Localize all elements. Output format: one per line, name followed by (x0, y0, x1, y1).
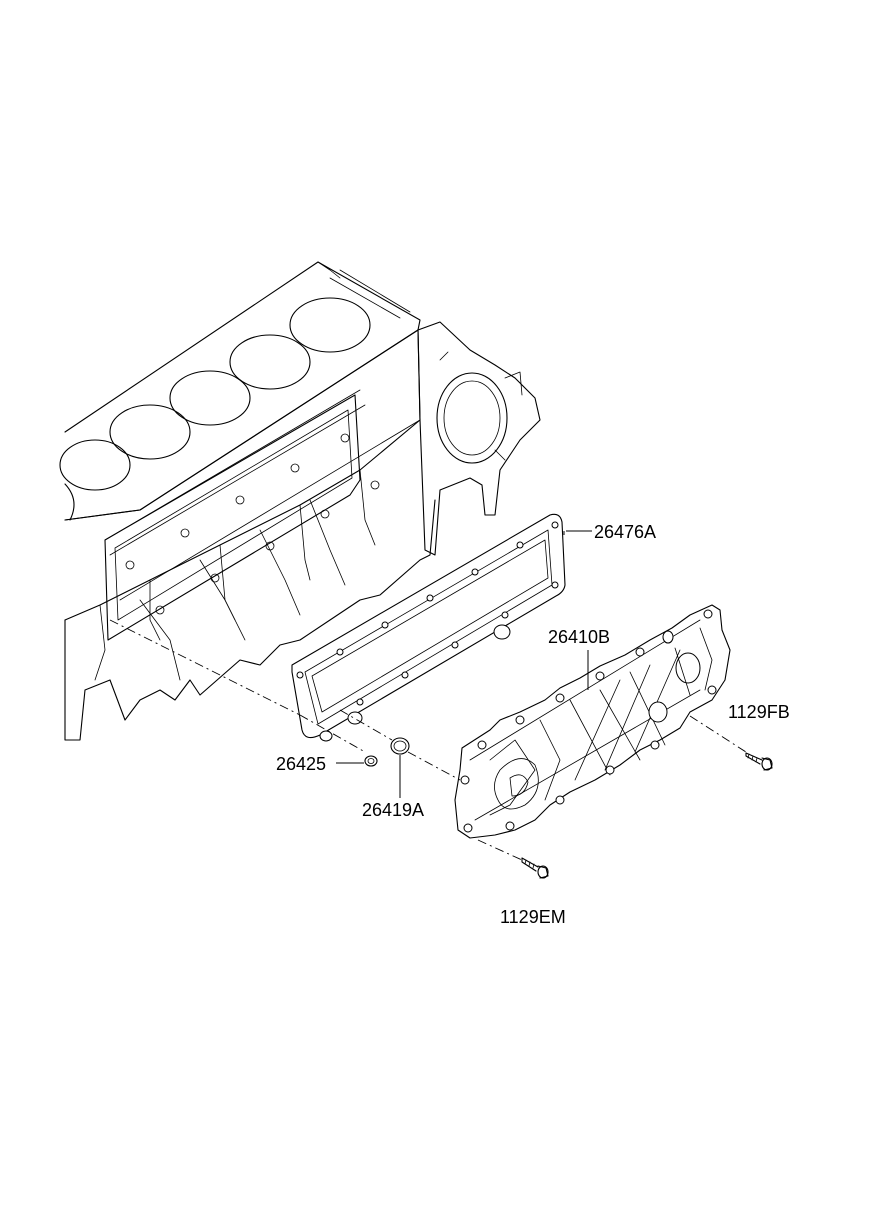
label-part-1129fb: 1129FB (728, 702, 790, 722)
gasket-26476a (291, 513, 566, 742)
label-part-26425: 26425 (276, 754, 326, 774)
bolt-1129fb (745, 752, 773, 771)
assembly-center-lines (109, 619, 747, 861)
o-ring-26419a (390, 737, 410, 755)
leader-lines (336, 530, 592, 798)
label-part-26419a: 26419A (362, 800, 424, 820)
o-ring-26425 (364, 755, 378, 767)
label-part-26476a: 26476A (594, 522, 656, 542)
engine-block (59, 261, 541, 741)
label-part-1129em: 1129EM (500, 907, 566, 927)
oil-cooler-housing-26410b (454, 604, 731, 839)
label-part-26410b: 26410B (548, 627, 610, 647)
bolt-1129em (521, 857, 549, 879)
